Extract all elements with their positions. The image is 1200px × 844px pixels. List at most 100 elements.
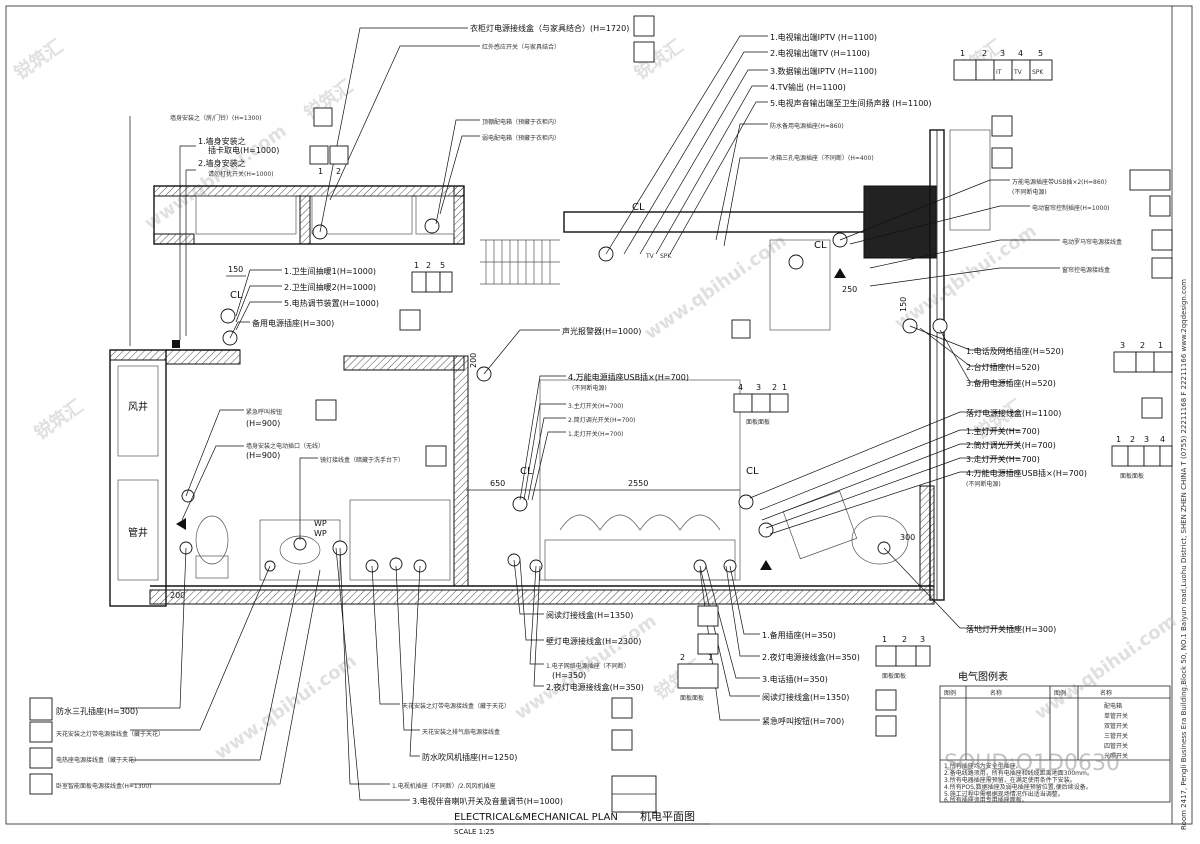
svg-text:3: 3 xyxy=(1000,49,1005,58)
svg-text:1: 1 xyxy=(782,383,787,392)
callout-weak-box: 弱电配电箱（预藏于衣柜内） xyxy=(482,134,560,142)
svg-text:www.qbihui.com: www.qbihui.com xyxy=(641,231,791,345)
svg-text:2: 2 xyxy=(1130,435,1135,444)
callouts-mid: 防水备用电源插座(H=860) 冰箱三孔电源插座（不同断）(H=400) 万能电… xyxy=(246,122,1122,464)
callouts-right: 1.电话及网络插座(H=520) 2.台灯插座(H=520) 3.备用电源插座(… xyxy=(966,346,1087,634)
svg-text:4: 4 xyxy=(1160,435,1165,444)
dim-200-top: 200 xyxy=(469,353,478,368)
svg-text:3: 3 xyxy=(920,635,925,644)
svg-text:单管开关: 单管开关 xyxy=(1104,712,1128,720)
svg-text:1: 1 xyxy=(1158,341,1163,350)
callout-curtain-box: 窗帘控电源接线盒 xyxy=(1062,266,1110,274)
callout-e-net-socket: 1.电子网络电源插座（不同断） xyxy=(546,662,630,670)
callout-wardrobe-light: 衣柜灯电源接线盒（与家具结合）(H=1720) xyxy=(470,23,629,33)
svg-text:WP: WP xyxy=(314,529,327,538)
dimensions: 650 2550 150 200 300 250 200 150 xyxy=(170,265,915,600)
svg-text:2: 2 xyxy=(680,653,685,662)
callout-tv-speaker: 3.电视伴音喇叭开关及音量调节(H=1000) xyxy=(412,796,563,806)
dim-2550: 2550 xyxy=(628,479,648,488)
callout-roman-blind: 电动罗马帘电源接线盒 xyxy=(1062,238,1122,246)
callout-dimmer: 2.筒灯调光开关(H=700) xyxy=(568,416,635,424)
callout-main-switch-r: 1.主灯开关(H=700) xyxy=(966,426,1040,436)
svg-text:4: 4 xyxy=(1018,49,1023,58)
callouts-top: 衣柜灯电源接线盒（与家具结合）(H=1720) 红外感应开关（与家具结合） 墙身… xyxy=(170,23,629,178)
svg-text:3.所有电器插座需预留，在满足使用条件下安装。: 3.所有电器插座需预留，在满足使用条件下安装。 xyxy=(944,776,1076,784)
svg-text:1: 1 xyxy=(708,653,713,662)
callout-ir-switch: 红外感应开关（与家具结合） xyxy=(482,43,560,51)
callout-night-light-l: 2.夜灯电源接线盒(H=350) xyxy=(546,682,644,692)
walls xyxy=(109,129,991,607)
callout-usb-socket: 万能电源插座带USB插×2(H=860) xyxy=(1012,178,1107,186)
svg-text:面板面板: 面板面板 xyxy=(1120,472,1144,480)
svg-text:双管开关: 双管开关 xyxy=(1104,722,1128,730)
dim-300: 300 xyxy=(900,533,915,542)
svg-text:WP: WP xyxy=(314,519,327,528)
svg-text:1: 1 xyxy=(882,635,887,644)
svg-text:1: 1 xyxy=(414,261,419,270)
svg-text:四管开关: 四管开关 xyxy=(1104,742,1128,750)
svg-text:5: 5 xyxy=(1038,49,1043,58)
callout-tv-4: 4.TV输出 (H=1100) xyxy=(770,82,846,92)
svg-text:(H=900): (H=900) xyxy=(246,451,280,460)
dim-150: 150 xyxy=(228,265,243,274)
drawing-scale: SCALE 1:25 xyxy=(454,828,494,836)
svg-text:2: 2 xyxy=(982,49,987,58)
callout-aisle-switch: 1.走灯开关(H=700) xyxy=(568,430,623,438)
svg-text:面板面板: 面板面板 xyxy=(680,694,704,702)
title-cn: 机电平面图 xyxy=(640,809,695,823)
callout-smart-panel: 卧室智能面板电源接线盒(H=1300) xyxy=(56,782,152,790)
callout-spare-socket: 备用电源插座(H=300) xyxy=(252,318,334,328)
callouts-tv: 1.电视输出端IPTV (H=1100) 2.电视输出端TV (H=1100) … xyxy=(770,32,932,108)
svg-text:SPK: SPK xyxy=(660,253,672,260)
callout-alarm: 声光报警器(H=1000) xyxy=(562,326,641,336)
callout-dimmer-r: 2.筒灯调光开关(H=700) xyxy=(966,440,1056,450)
svg-text:2: 2 xyxy=(772,383,777,392)
callout-tv-5: 5.电视声音输出端至卫生间扬声器 (H=1100) xyxy=(770,98,932,108)
dim-200-bottom: 200 xyxy=(170,591,185,600)
legend-table: 电气图例表 图例 名称 图例 名称 配电箱 单管开关 双管开关 三管开关 四管开… xyxy=(939,670,1171,804)
svg-text:TV: TV xyxy=(1013,69,1023,76)
callout-spare-520: 3.备用电源插座(H=520) xyxy=(966,378,1056,388)
callout-usb-r: 4.万能电源插座USB插×(H=700) xyxy=(966,468,1087,478)
svg-text:(不同断电源): (不同断电源) xyxy=(572,384,607,392)
callout-reading-left: 阅读灯接线盒(H=1350) xyxy=(546,610,633,620)
callout-hairdryer: 防水吹风机插座(H=1250) xyxy=(422,752,517,762)
svg-text:3: 3 xyxy=(756,383,761,392)
svg-text:名称: 名称 xyxy=(1100,689,1112,697)
callout-doorbell: 墙身安装之（房/门铃）(H=1300) xyxy=(170,114,262,122)
callout-card-switch: 1.墙身安装之 xyxy=(198,136,246,146)
svg-text:锐筑汇: 锐筑汇 xyxy=(970,395,1027,444)
svg-text:TV: TV xyxy=(645,253,655,260)
svg-text:配电箱: 配电箱 xyxy=(1104,702,1122,710)
callout-spare-350: 1.备用插座(H=350) xyxy=(762,630,836,640)
callout-tv-socket-bath: 1.电视机插座（不同断）/2.风风机插座 xyxy=(392,782,495,790)
svg-text:请勿打扰开关(H=1000): 请勿打扰开关(H=1000) xyxy=(208,170,274,178)
callout-heater: 5.电热调节装置(H=1000) xyxy=(284,298,379,308)
svg-text:CL: CL xyxy=(520,466,533,477)
callout-tv-2: 2.电视输出端TV (H=1100) xyxy=(770,48,870,58)
svg-text:(H=350): (H=350) xyxy=(552,671,586,680)
callout-usb-bed-left: 4.万能电源插座USB插×(H=700) xyxy=(568,372,689,382)
svg-text:2.备电线路须用，所有电插座和线缆距离地面300mm。: 2.备电线路须用，所有电插座和线缆距离地面300mm。 xyxy=(944,769,1093,777)
svg-text:2: 2 xyxy=(426,261,431,270)
svg-text:4: 4 xyxy=(738,383,743,392)
svg-text:CL: CL xyxy=(746,466,759,477)
callout-emergency-btn: 紧急呼叫按钮 xyxy=(246,408,282,416)
callout-reading-right: 阅读灯接线盒(H=1350) xyxy=(762,692,849,702)
room-wind-shaft: 风井 xyxy=(128,400,148,413)
dim-150b: 150 xyxy=(899,297,908,312)
svg-text:2: 2 xyxy=(336,167,341,176)
svg-text:CL: CL xyxy=(230,290,243,301)
callout-bath-fan-1: 1.卫生间抽暖1(H=1000) xyxy=(284,266,376,276)
room-pipe-shaft: 管井 xyxy=(128,526,148,539)
callout-waterproof-300: 防水三孔插座(H=300) xyxy=(56,706,138,716)
svg-text:SPK: SPK xyxy=(1032,69,1044,76)
side-address-text: Room 2417, Pengli Business Era Building,… xyxy=(1180,279,1188,830)
callout-heater-box: 电热座电源接线盒（藏于天花） xyxy=(56,756,140,764)
callout-ceiling-strip: 天花安装之灯带电源接线盒（藏于天花） xyxy=(402,702,510,710)
callout-tv-3: 3.数据输出端IPTV (H=1100) xyxy=(770,66,877,76)
panel-symbols xyxy=(29,15,1173,813)
svg-text:面板面板: 面板面板 xyxy=(746,418,770,426)
callout-floor-lamp-socket: 落地灯开关插座(H=300) xyxy=(966,624,1056,634)
